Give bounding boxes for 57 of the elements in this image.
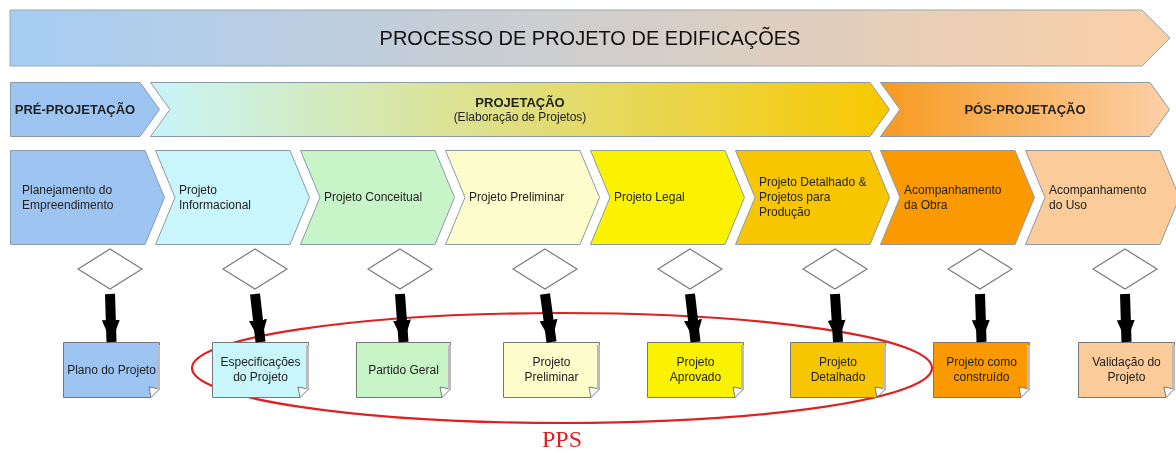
- step-label: Acompanhamento da Obra: [904, 182, 1003, 213]
- process-step-shape: [590, 150, 745, 245]
- phase-label: PÓS-PROJETAÇÃO: [964, 102, 1086, 117]
- group-label: PPS: [541, 426, 582, 452]
- arrow: [684, 293, 702, 343]
- document-label: Projeto Preliminar: [523, 355, 580, 385]
- decision-diamond: [512, 248, 578, 290]
- decision-diamond: [657, 248, 723, 290]
- process-step-shape: [735, 150, 890, 245]
- step-label: Planejamento do Empreendimento: [22, 182, 115, 213]
- document-box: [63, 342, 160, 398]
- process-step-shape: [880, 150, 1035, 245]
- title-banner: [10, 10, 1170, 66]
- arrow: [539, 293, 558, 343]
- title-text: PROCESSO DE PROJETO DE EDIFICAÇÕES: [379, 26, 801, 50]
- process-step-shape: [880, 82, 1170, 137]
- document-label: Projeto Aprovado: [668, 355, 723, 385]
- phase-sublabel: (Elaboração de Projetos): [453, 110, 587, 124]
- document-box: [933, 342, 1030, 398]
- document-box: [1078, 342, 1175, 398]
- document-label: Validação do Projeto: [1091, 355, 1162, 385]
- arrow: [971, 293, 990, 343]
- arrow: [827, 293, 846, 343]
- process-step-shape: [10, 150, 165, 245]
- decision-diamond: [367, 248, 433, 290]
- document-label: Especificações do Projeto: [219, 355, 302, 385]
- decision-diamond: [802, 248, 868, 290]
- arrow: [1116, 293, 1135, 343]
- process-step-shape: [155, 150, 310, 245]
- process-step-shape: [1025, 150, 1176, 245]
- document-box: [212, 342, 309, 398]
- arrow: [249, 293, 267, 343]
- arrow: [101, 293, 120, 343]
- process-step-shape: [10, 82, 160, 137]
- document-box: [790, 342, 886, 398]
- document-label: Plano do Projeto: [67, 362, 156, 378]
- document-label: Projeto como construído: [945, 355, 1018, 385]
- process-step-shape: [300, 150, 455, 245]
- decision-diamond: [1092, 248, 1158, 290]
- step-label: Projeto Legal: [614, 190, 685, 205]
- step-label: Projeto Informacional: [179, 182, 253, 213]
- process-step-shape: [445, 150, 600, 245]
- document-box: [503, 342, 600, 398]
- step-label: Acompanhamento do Uso: [1049, 182, 1148, 213]
- document-label: Projeto Detalhado: [809, 355, 867, 385]
- document-box: [356, 342, 451, 398]
- step-label: Projeto Conceitual: [324, 190, 423, 205]
- decision-diamond: [77, 248, 143, 290]
- decision-diamond: [947, 248, 1013, 290]
- step-label: Projeto Detalhado & Projetos para Produção: [759, 175, 868, 220]
- arrow: [392, 293, 411, 343]
- document-label: Partido Geral: [368, 362, 439, 378]
- phase-label: PRÉ-PROJETAÇÃO: [14, 102, 136, 117]
- decision-diamond: [222, 248, 288, 290]
- step-label: Projeto Preliminar: [469, 190, 565, 205]
- document-box: [647, 342, 744, 398]
- phase-label: PROJETAÇÃO: [475, 95, 565, 110]
